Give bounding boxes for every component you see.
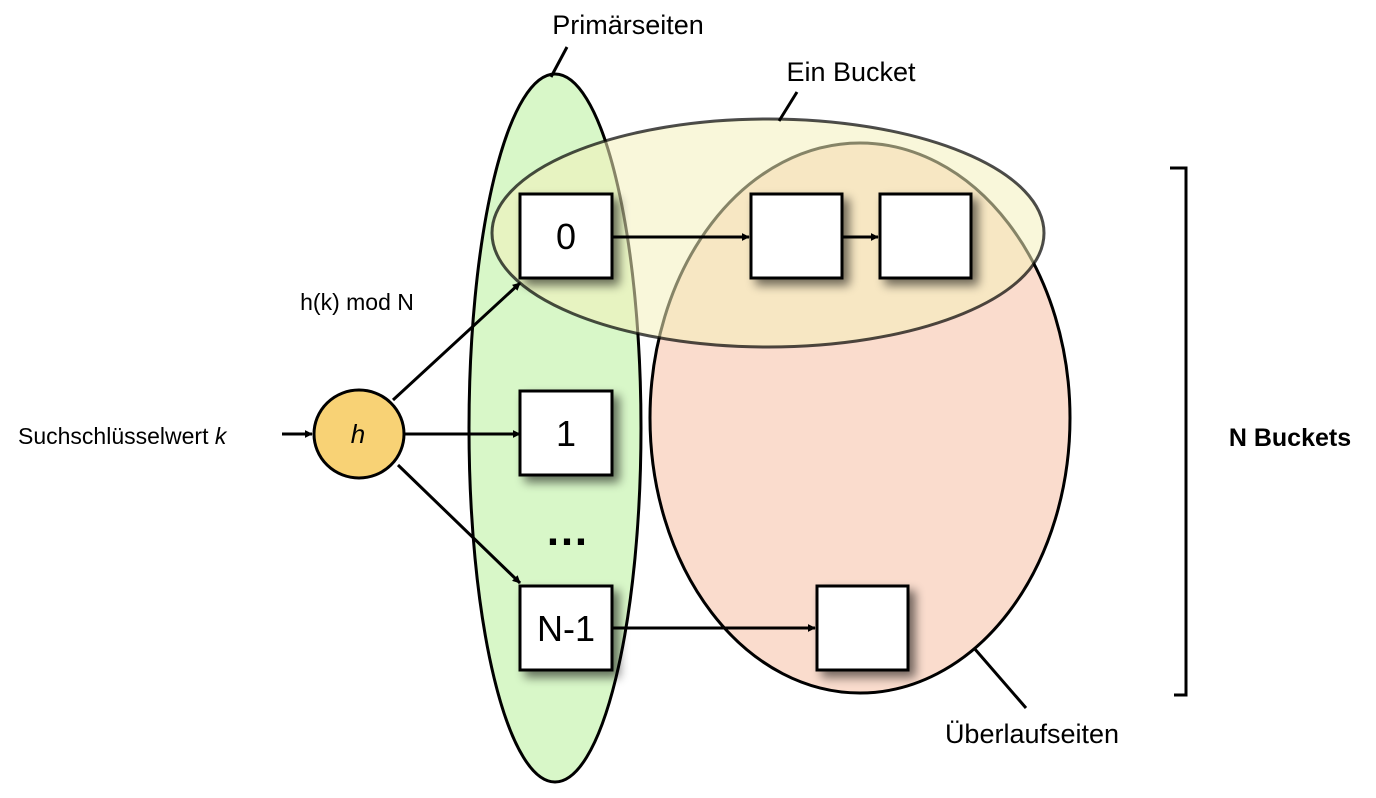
n-buckets-label: N Buckets	[1229, 424, 1351, 452]
overflow-pages-label: Überlaufseiten	[945, 719, 1119, 749]
hash-to-bucket-n1-arrow	[396, 463, 522, 585]
primary-page-1-label: 1	[556, 413, 576, 454]
bucket-leader	[777, 91, 799, 122]
primary-page-n-1: N-1	[518, 584, 614, 672]
primary-page-n-1-label: N-1	[537, 608, 595, 649]
bucket-label: Ein Bucket	[786, 57, 916, 87]
search-key-text: Suchschlüsselwert	[18, 423, 215, 449]
hash-function-node: h	[312, 388, 406, 480]
primary-pages-label: Primärseiten	[552, 10, 704, 40]
search-key-label: Suchschlüsselwert k	[18, 423, 228, 449]
primary-page-0-label: 0	[556, 216, 576, 257]
overflow-page-1	[749, 192, 844, 280]
hash-mod-label: h(k) mod N	[300, 289, 414, 315]
hash-function-symbol: h	[351, 419, 365, 449]
n-buckets-bracket	[1170, 166, 1188, 697]
primary-page-1: 1	[518, 389, 614, 477]
primary-page-0: 0	[518, 192, 614, 280]
overflow-page-n-1	[815, 584, 910, 672]
overflow-pages-leader	[972, 647, 1028, 709]
search-key-variable: k	[215, 423, 228, 449]
ellipsis-dots: …	[545, 506, 589, 555]
primary-pages-leader	[549, 46, 569, 78]
overflow-page-2	[878, 192, 973, 280]
hash-to-bucket-0-arrow	[391, 281, 522, 402]
